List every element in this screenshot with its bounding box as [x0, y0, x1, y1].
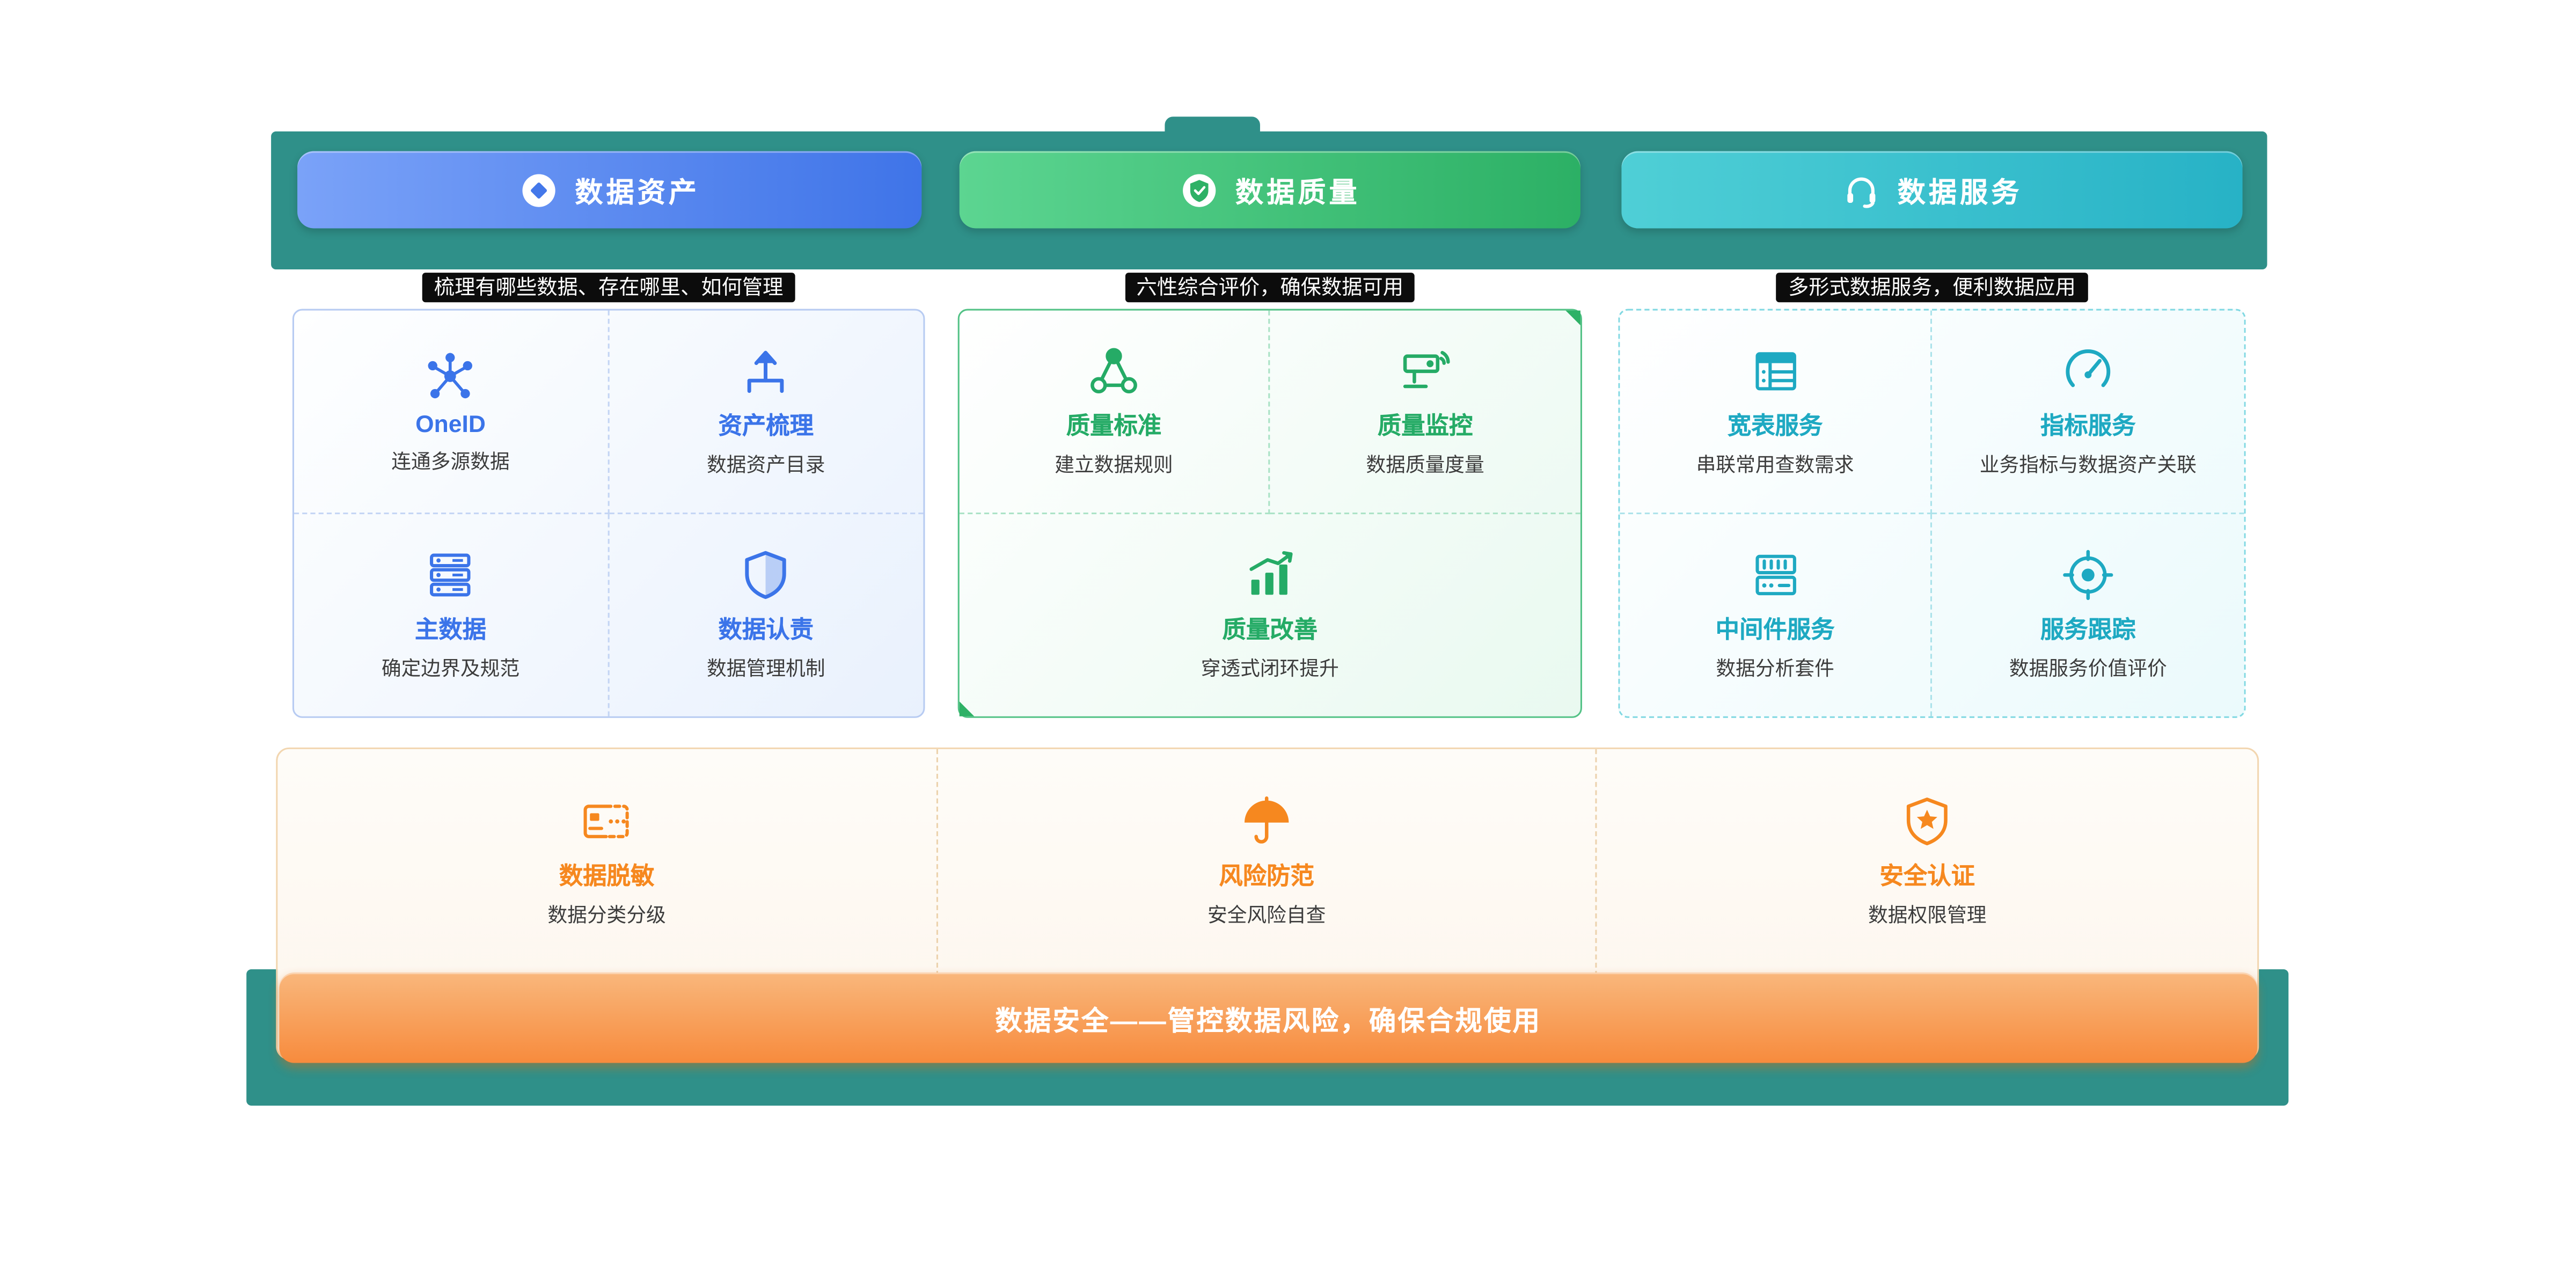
- item-title: 质量标准: [1066, 414, 1162, 441]
- card-data-quality: 质量标准 建立数据规则 质量监控 数据质量度量 质量改善 穿透式闭环提升: [957, 309, 1582, 718]
- panel-item-risk-prevention: 风险防范 安全风险自查: [938, 749, 1598, 1058]
- subtitle-quality: 六性综合评价，确保数据可用: [1125, 273, 1415, 303]
- gauge-icon: [2066, 349, 2111, 388]
- item-title: 质量监控: [1377, 414, 1473, 441]
- tab-data-quality[interactable]: 数据质量: [959, 151, 1580, 229]
- item-desc: 数据服务价值评价: [2009, 657, 2167, 681]
- item-desc: 数据权限管理: [1868, 903, 1987, 927]
- item-title: 质量改善: [1222, 618, 1318, 645]
- item-desc: 数据质量度量: [1366, 453, 1484, 477]
- panel-item-security-certification: 安全认证 数据权限管理: [1598, 749, 2258, 1058]
- tab-data-assets[interactable]: 数据资产: [297, 151, 922, 229]
- molecule-icon: [1091, 348, 1137, 394]
- target-icon: [2063, 550, 2113, 601]
- security-banner: 数据安全——管控数据风险，确保合规使用: [279, 972, 2258, 1063]
- item-desc: 确定边界及规范: [381, 657, 520, 681]
- tab-data-services[interactable]: 数据服务: [1621, 151, 2243, 229]
- item-title: 风险防范: [1219, 864, 1314, 891]
- card-data-assets: OneID 连通多源数据 资产梳理 数据资产目录 主数据 确定边: [292, 309, 925, 718]
- tab-label: 数据资产: [575, 177, 700, 209]
- item-desc: 数据分析套件: [1716, 657, 1834, 681]
- card-data-services: 宽表服务 串联常用查数需求 指标服务 业务指标与数据资产关联 中间件服务 数据分…: [1618, 309, 2246, 718]
- item-title: 服务跟踪: [2040, 618, 2136, 645]
- subtitle-assets-row: 梳理有哪些数据、存在哪里、如何管理: [292, 273, 925, 303]
- panel-item-wide-table: 宽表服务 串联常用查数需求: [1620, 310, 1932, 514]
- item-desc: 建立数据规则: [1055, 453, 1173, 477]
- item-title: 主数据: [414, 618, 487, 645]
- security-banner-text: 数据安全——管控数据风险，确保合规使用: [995, 1006, 1542, 1036]
- headset-icon: [1847, 177, 1876, 208]
- mask-card-icon: [584, 804, 630, 838]
- item-desc: 穿透式闭环提升: [1201, 657, 1339, 681]
- panel-item-asset-sort: 资产梳理 数据资产目录: [609, 311, 924, 514]
- panel-item-middleware: 中间件服务 数据分析套件: [1620, 513, 1932, 716]
- chart-rise-icon: [1249, 551, 1293, 596]
- shield-check-icon: [1183, 173, 1216, 207]
- item-desc: 数据资产目录: [707, 453, 825, 477]
- middleware-icon: [1754, 555, 1796, 596]
- item-title: 宽表服务: [1727, 414, 1823, 441]
- item-desc: 业务指标与数据资产关联: [1979, 453, 2197, 477]
- subtitle-quality-row: 六性综合评价，确保数据可用: [958, 273, 1582, 303]
- item-desc: 串联常用查数需求: [1696, 453, 1854, 477]
- item-desc: 数据管理机制: [707, 657, 825, 681]
- panel-item-quality-improve: 质量改善 穿透式闭环提升: [960, 514, 1580, 716]
- asset-sort-icon: [748, 351, 785, 393]
- share-network-icon: [428, 352, 473, 398]
- item-title: 中间件服务: [1715, 618, 1835, 645]
- panel-item-oneid: OneID 连通多源数据: [294, 310, 609, 514]
- panel-item-master-data: 主数据 确定边界及规范: [294, 513, 609, 716]
- panel-item-quality-monitor: 质量监控 数据质量度量: [1270, 311, 1580, 514]
- item-title: 安全认证: [1879, 864, 1975, 891]
- panel-item-data-masking: 数据脱敏 数据分类分级: [277, 749, 938, 1058]
- tab-label: 数据服务: [1897, 177, 2023, 209]
- subtitle-assets: 梳理有哪些数据、存在哪里、如何管理: [422, 273, 795, 303]
- item-desc: 连通多源数据: [391, 450, 510, 473]
- item-title: OneID: [415, 412, 486, 438]
- item-title: 资产梳理: [718, 414, 814, 441]
- item-desc: 安全风险自查: [1207, 903, 1326, 927]
- subtitle-services: 多形式数据服务，便利数据应用: [1776, 273, 2088, 303]
- panel-item-metric-service: 指标服务 业务指标与数据资产关联: [1932, 311, 2244, 514]
- panel-item-quality-standard: 质量标准 建立数据规则: [959, 310, 1270, 514]
- item-title: 数据脱敏: [559, 864, 655, 891]
- item-title: 指标服务: [2040, 414, 2136, 441]
- subtitle-services-row: 多形式数据服务，便利数据应用: [1618, 273, 2245, 303]
- item-title: 数据认责: [718, 618, 814, 645]
- item-desc: 数据分类分级: [547, 903, 666, 927]
- panel-item-data-accountability: 数据认责 数据管理机制: [609, 514, 923, 716]
- umbrella-icon: [1244, 796, 1289, 844]
- shield-icon: [745, 551, 787, 599]
- shield-star-icon: [1907, 797, 1948, 846]
- diamond-badge-icon: [522, 173, 555, 207]
- table-icon: [1754, 353, 1796, 391]
- server-stack-icon: [430, 554, 471, 597]
- cctv-camera-icon: [1402, 351, 1450, 389]
- tab-label: 数据质量: [1235, 177, 1360, 209]
- panel-item-service-tracking: 服务跟踪 数据服务价值评价: [1932, 514, 2244, 716]
